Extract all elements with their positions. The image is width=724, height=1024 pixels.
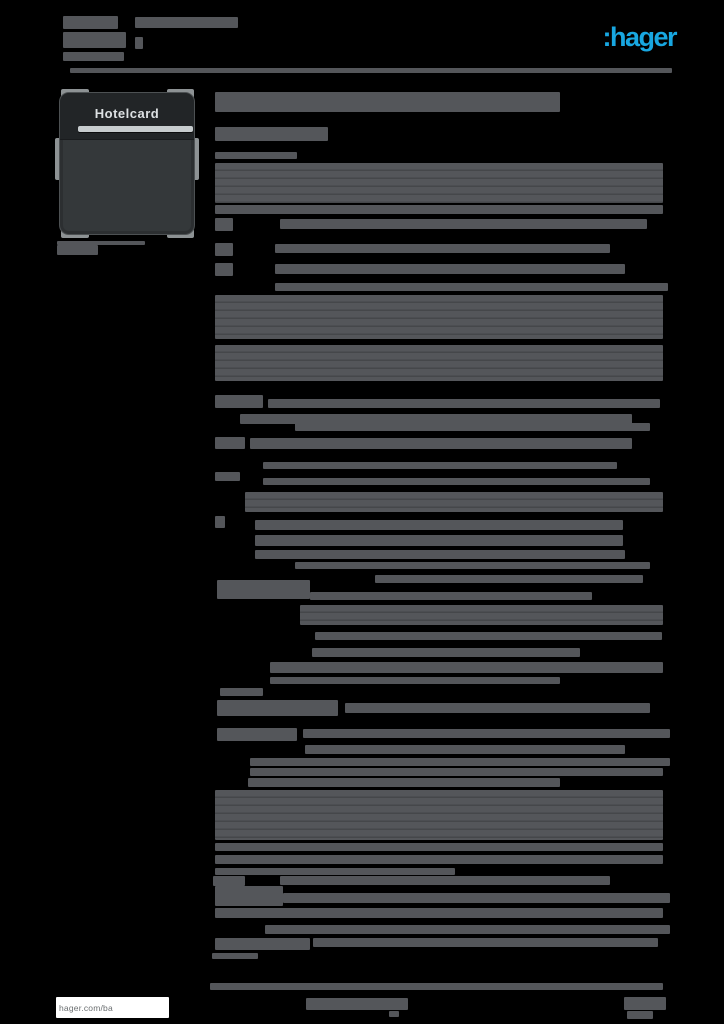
card-slot [78,126,193,132]
redacted-text-line [310,592,592,600]
redacted-text-line [215,472,240,481]
redacted-text-line [312,648,580,657]
redacted-text-line [57,241,145,245]
redacted-text-line [280,876,610,885]
redacted-text-line [215,437,245,449]
redacted-text-line [215,938,310,950]
redacted-text-line [268,399,660,408]
redacted-text-line [389,1011,399,1017]
redacted-text-line [217,728,297,741]
redacted-text-line [215,243,233,256]
redacted-text-line [270,662,663,673]
redacted-text-line [295,423,650,431]
redacted-text-line [215,345,663,381]
redacted-text-line [215,218,233,231]
redacted-text-line [280,219,647,229]
redacted-text-line [63,16,118,29]
redacted-text-line [265,925,670,934]
redacted-text-line [135,17,238,28]
redacted-text-line [215,395,263,408]
redacted-text-line [283,893,670,903]
mounting-clip [192,138,199,180]
redacted-text-line [215,205,663,214]
redacted-text-line [215,868,455,875]
redacted-text-line [215,843,663,851]
redacted-text-line [263,462,617,469]
redacted-text-line [263,478,650,485]
redacted-text-line [220,688,263,696]
redacted-text-line [215,886,283,906]
redacted-text-line [303,729,670,738]
redacted-text-line [215,516,225,528]
redacted-text-line [248,778,560,787]
redacted-text-line [255,520,623,530]
redacted-text-line [212,953,258,959]
redacted-text-line [295,562,650,569]
redacted-text-line [315,632,662,640]
redacted-text-line [63,32,126,48]
redacted-text-line [300,605,663,625]
redacted-text-line [305,745,625,754]
redacted-text-line [135,37,143,49]
redacted-text-line [627,1011,653,1019]
redacted-text-line [215,908,663,918]
hager-logo: :hager [602,22,677,52]
redacted-text-line [375,575,643,583]
redacted-text-line [215,152,297,159]
redacted-text-line [313,938,658,947]
redacted-text-line [240,414,632,424]
product-image: Hotelcard [55,89,199,238]
redacted-text-line [275,244,610,253]
redacted-text-line [210,983,663,990]
redacted-text-line [213,876,245,886]
redacted-text-line [215,163,663,203]
redacted-text-line [217,700,338,716]
redacted-text-line [215,295,663,339]
redacted-text-line [215,92,560,112]
redacted-text-line [345,703,650,713]
redacted-text-line [624,997,666,1010]
redacted-text-line [270,677,560,684]
redacted-text-line [57,245,98,255]
redacted-text-line [255,550,625,559]
redacted-text-line [215,127,328,141]
redacted-text-line [306,998,408,1010]
redacted-text-line [250,768,663,776]
redacted-text-line [70,68,672,73]
redacted-text-line [217,580,310,599]
redacted-text-line [63,52,124,61]
redacted-text-line [255,535,623,546]
redacted-text-line [215,790,663,840]
redacted-text-line [215,855,663,864]
redacted-text-line [275,264,625,274]
redacted-text-line [250,758,670,766]
redacted-text-line [215,263,233,276]
device-top-band: Hotelcard [60,93,194,140]
device-label: Hotelcard [94,106,160,121]
redacted-text-line [275,283,668,291]
footer-link[interactable]: hager.com/ba [56,997,169,1018]
redacted-text-line [250,438,632,449]
device-face: Hotelcard [59,92,195,235]
mounting-clip [55,138,62,180]
footer-link-label: hager.com/ba [59,1002,113,1013]
redacted-text-line [245,492,663,512]
